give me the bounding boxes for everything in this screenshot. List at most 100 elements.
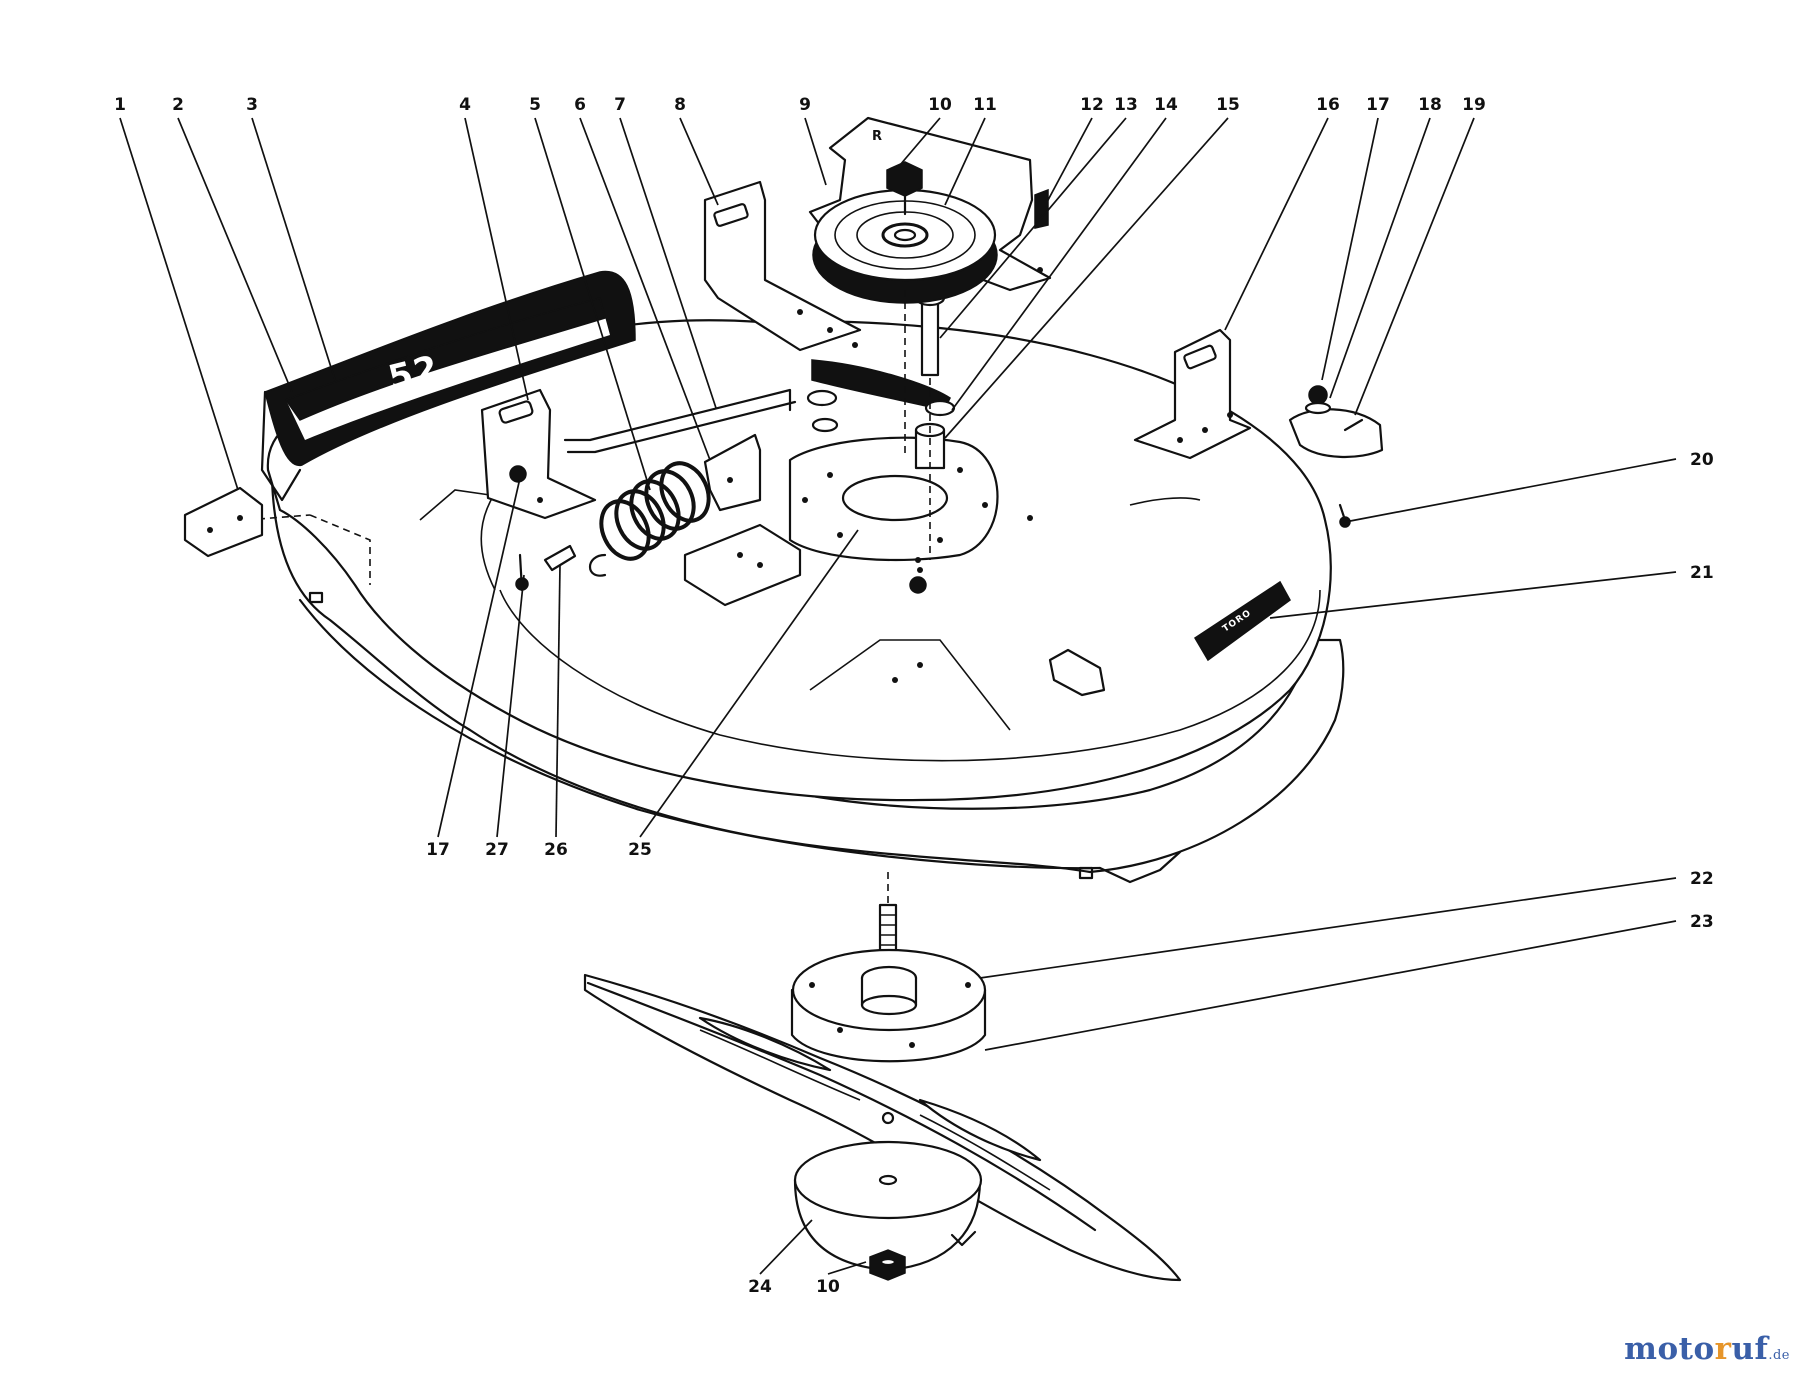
callout-c21: 21	[1269, 563, 1714, 619]
leader-line	[759, 1219, 813, 1275]
callout-c3: 3	[246, 95, 336, 381]
watermark-prefix: moto	[1624, 1331, 1715, 1367]
callout-c16: 16	[1224, 95, 1340, 331]
callout-c15: 15	[944, 95, 1240, 439]
leader-line	[951, 117, 1167, 411]
callout-c5: 5	[529, 95, 651, 491]
callout-c27: 27	[485, 574, 525, 860]
callout-number: 19	[1462, 95, 1486, 115]
callout-c23: 23	[984, 912, 1714, 1051]
leader-line	[1344, 458, 1677, 523]
callout-c10b: 10	[816, 1261, 867, 1297]
callout-c14: 14	[951, 95, 1178, 411]
leader-line	[534, 117, 651, 491]
callout-number: 22	[1690, 869, 1714, 889]
leader-line	[1321, 117, 1379, 381]
callout-number: 26	[544, 840, 568, 860]
leader-line	[827, 1261, 867, 1275]
callout-number: 6	[574, 95, 586, 115]
callout-number: 23	[1690, 912, 1714, 932]
callout-c18: 18	[1329, 95, 1442, 399]
callout-c25: 25	[628, 529, 859, 860]
callout-c7: 7	[614, 95, 717, 409]
callout-number: 17	[426, 840, 450, 860]
callout-c4: 4	[459, 95, 529, 401]
callout-c20: 20	[1344, 450, 1714, 523]
watermark-logo: motoruf.de	[1624, 1331, 1790, 1367]
extension-spring	[589, 461, 711, 577]
leader-line	[119, 117, 239, 491]
front-bracket	[183, 486, 264, 558]
callout-number: 3	[246, 95, 258, 115]
mower-blade	[583, 973, 1182, 1282]
leader-line	[579, 117, 711, 461]
callout-c10: 10	[899, 95, 952, 166]
leader-line	[1224, 117, 1329, 331]
leader-line	[979, 877, 1677, 979]
callout-c17b: 17	[426, 477, 521, 860]
callout-number: 18	[1418, 95, 1442, 115]
leader-line	[984, 920, 1677, 1051]
callout-number: 1	[114, 95, 126, 115]
callout-number: 27	[485, 840, 509, 860]
pulley-bracket	[703, 180, 862, 352]
leader-line	[1329, 117, 1431, 399]
callout-number: 7	[614, 95, 626, 115]
deck-front-baffle: 52	[245, 270, 636, 585]
callout-c1: 1	[114, 95, 239, 491]
leader-line	[804, 117, 827, 186]
leader-line	[619, 117, 717, 409]
left-mount-bracket	[480, 388, 597, 520]
callout-number: 2	[172, 95, 184, 115]
spindle-mount	[788, 417, 999, 562]
leader-line	[899, 117, 941, 166]
callout-c6: 6	[574, 95, 711, 461]
leader-line	[639, 529, 859, 838]
callout-number: 10	[928, 95, 952, 115]
lift-spring-assembly	[515, 388, 802, 607]
callout-number: 8	[674, 95, 686, 115]
callout-number: 25	[628, 840, 652, 860]
leader-line	[679, 117, 719, 206]
watermark-suffix: uf	[1731, 1331, 1769, 1367]
leader-line	[944, 117, 986, 206]
callout-c12: 12	[1039, 95, 1104, 216]
spindle-housing	[790, 872, 987, 1063]
callout-c2: 2	[172, 95, 293, 393]
leader-line	[939, 117, 1127, 339]
right-mount-bracket	[1133, 328, 1252, 460]
callout-c19: 19	[1354, 95, 1486, 416]
leader-line	[1039, 117, 1093, 216]
leader-line	[555, 564, 561, 838]
leader-line	[437, 477, 521, 838]
watermark-highlight: r	[1714, 1331, 1732, 1367]
callout-number: 17	[1366, 95, 1390, 115]
watermark-tld: .de	[1768, 1348, 1790, 1363]
callout-c24: 24	[748, 1219, 813, 1297]
callout-c8: 8	[674, 95, 719, 206]
callout-number: 20	[1690, 450, 1714, 470]
callout-c17: 17	[1321, 95, 1390, 381]
callout-c9: 9	[799, 95, 827, 186]
callout-number: 11	[973, 95, 997, 115]
leader-line	[251, 117, 336, 381]
callout-number: 5	[529, 95, 541, 115]
leader-line	[944, 117, 1229, 439]
callout-number: 21	[1690, 563, 1714, 583]
callout-number: 13	[1114, 95, 1138, 115]
callout-number: 9	[799, 95, 811, 115]
leader-line	[1354, 117, 1475, 416]
leader-line	[177, 117, 293, 393]
chute-deflector	[1288, 385, 1384, 528]
callout-c11: 11	[944, 95, 997, 206]
callout-number: 12	[1080, 95, 1104, 115]
callout-number: 10	[816, 1277, 840, 1297]
leader-line	[1269, 571, 1677, 619]
belt-guard-letter: R	[872, 129, 882, 144]
callout-number: 14	[1154, 95, 1178, 115]
callout-number: 16	[1316, 95, 1340, 115]
callout-number: 4	[459, 95, 471, 115]
callout-number: 24	[748, 1277, 772, 1297]
